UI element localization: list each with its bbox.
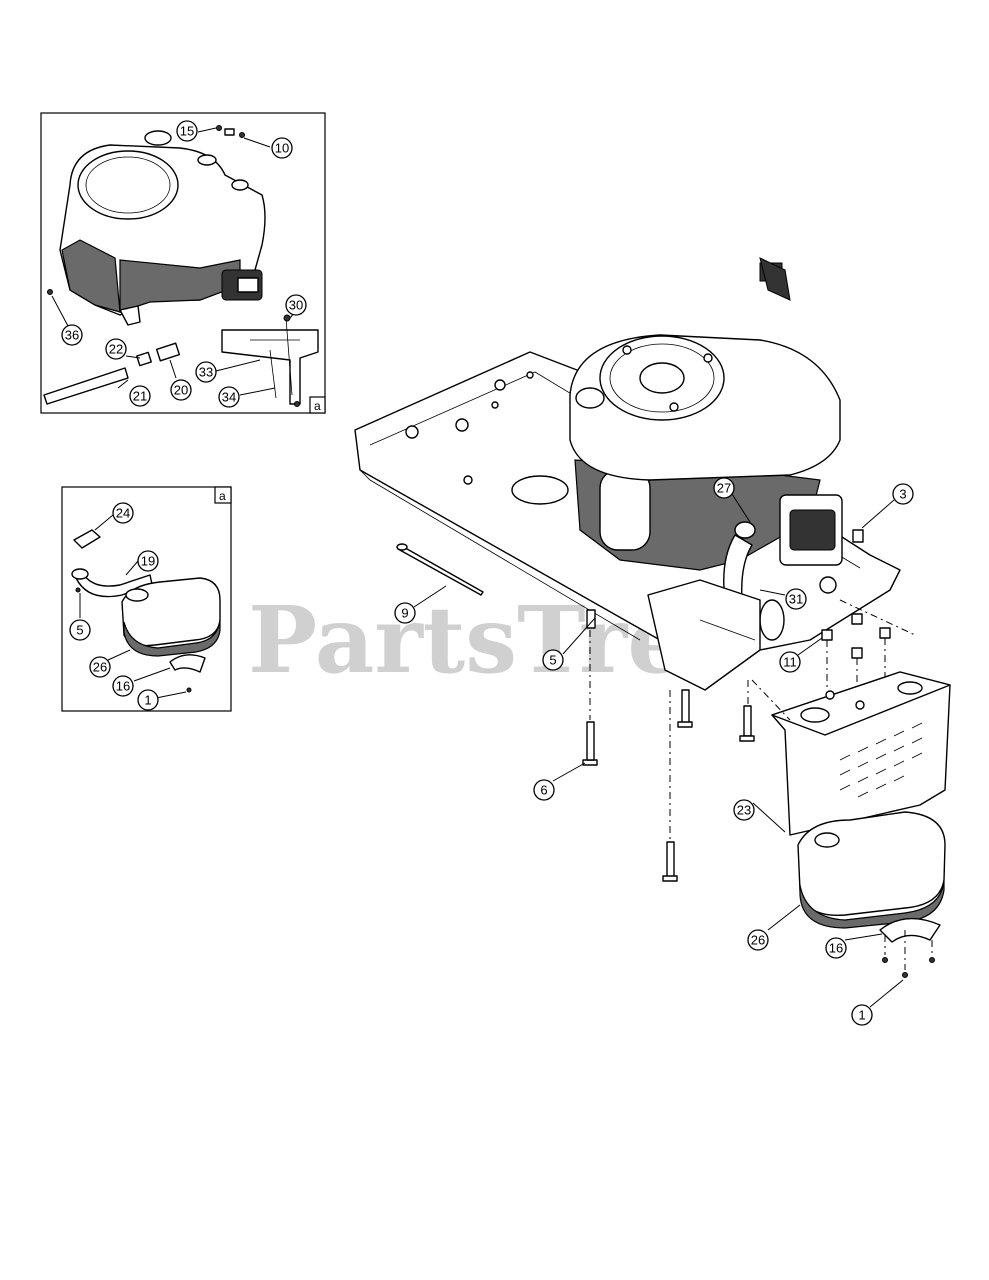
callout-26: 26 — [747, 929, 769, 951]
svg-text:5: 5 — [549, 653, 556, 668]
svg-text:26: 26 — [751, 933, 765, 948]
main-engine — [569, 257, 843, 641]
svg-text:22: 22 — [109, 342, 123, 357]
svg-text:30: 30 — [289, 298, 303, 313]
callout-31: 31 — [785, 588, 807, 610]
engine-inset-tag-box — [309, 396, 326, 414]
callout-23: 23 — [733, 799, 755, 821]
svg-text:21: 21 — [133, 389, 147, 404]
svg-text:34: 34 — [222, 390, 236, 405]
svg-text:9: 9 — [401, 606, 408, 621]
svg-text:20: 20 — [174, 383, 188, 398]
callout-5-inset: 5 — [69, 619, 91, 641]
svg-text:1: 1 — [144, 693, 151, 708]
svg-text:10: 10 — [275, 141, 289, 156]
svg-text:11: 11 — [783, 655, 797, 670]
callout-34: 34 — [218, 386, 240, 408]
engine-inset-tag: a — [314, 399, 321, 413]
svg-text:26: 26 — [93, 660, 107, 675]
main-muffler — [797, 811, 946, 916]
engine-drawing — [59, 130, 266, 326]
svg-text:6: 6 — [540, 783, 547, 798]
callout-27: 27 — [713, 477, 735, 499]
svg-text:27: 27 — [717, 481, 731, 496]
svg-text:15: 15 — [180, 124, 194, 139]
callout-26-inset: 26 — [89, 656, 111, 678]
callout-5: 5 — [542, 649, 564, 671]
callout-20: 20 — [170, 379, 192, 401]
muffler-inset-tag: a — [219, 489, 226, 503]
callout-21: 21 — [129, 385, 151, 407]
svg-text:31: 31 — [789, 592, 803, 607]
callout-30: 30 — [285, 294, 307, 316]
callout-16: 16 — [825, 937, 847, 959]
bolt-group — [582, 529, 891, 882]
callout-3: 3 — [892, 483, 914, 505]
callout-16-inset: 16 — [112, 675, 134, 697]
svg-text:23: 23 — [737, 803, 751, 818]
callout-11: 11 — [779, 651, 801, 673]
callout-10: 10 — [271, 137, 293, 159]
muffler-inset: a 24 19 5 26 16 1 — [61, 486, 232, 712]
svg-text:1: 1 — [858, 1008, 865, 1023]
svg-text:19: 19 — [141, 554, 155, 569]
callout-15: 15 — [176, 120, 198, 142]
callout-24: 24 — [112, 502, 134, 524]
svg-text:36: 36 — [65, 328, 79, 343]
main-assembly: 3 27 9 31 5 11 6 23 26 16 1 — [354, 257, 951, 1026]
svg-text:33: 33 — [199, 365, 213, 380]
svg-text:3: 3 — [899, 487, 906, 502]
callout-1-inset: 1 — [137, 689, 159, 711]
fuel-hose — [43, 367, 129, 405]
callout-1: 1 — [851, 1004, 873, 1026]
svg-text:16: 16 — [116, 679, 130, 694]
muffler-inset-tag-box — [214, 486, 232, 504]
callout-33: 33 — [195, 361, 217, 383]
svg-text:16: 16 — [829, 941, 843, 956]
svg-text:5: 5 — [76, 623, 83, 638]
svg-text:24: 24 — [116, 506, 130, 521]
callout-6: 6 — [533, 779, 555, 801]
callout-19: 19 — [137, 550, 159, 572]
callout-36: 36 — [61, 324, 83, 346]
callout-22: 22 — [105, 338, 127, 360]
engine-inset: a — [40, 112, 326, 414]
callout-9: 9 — [394, 602, 416, 624]
